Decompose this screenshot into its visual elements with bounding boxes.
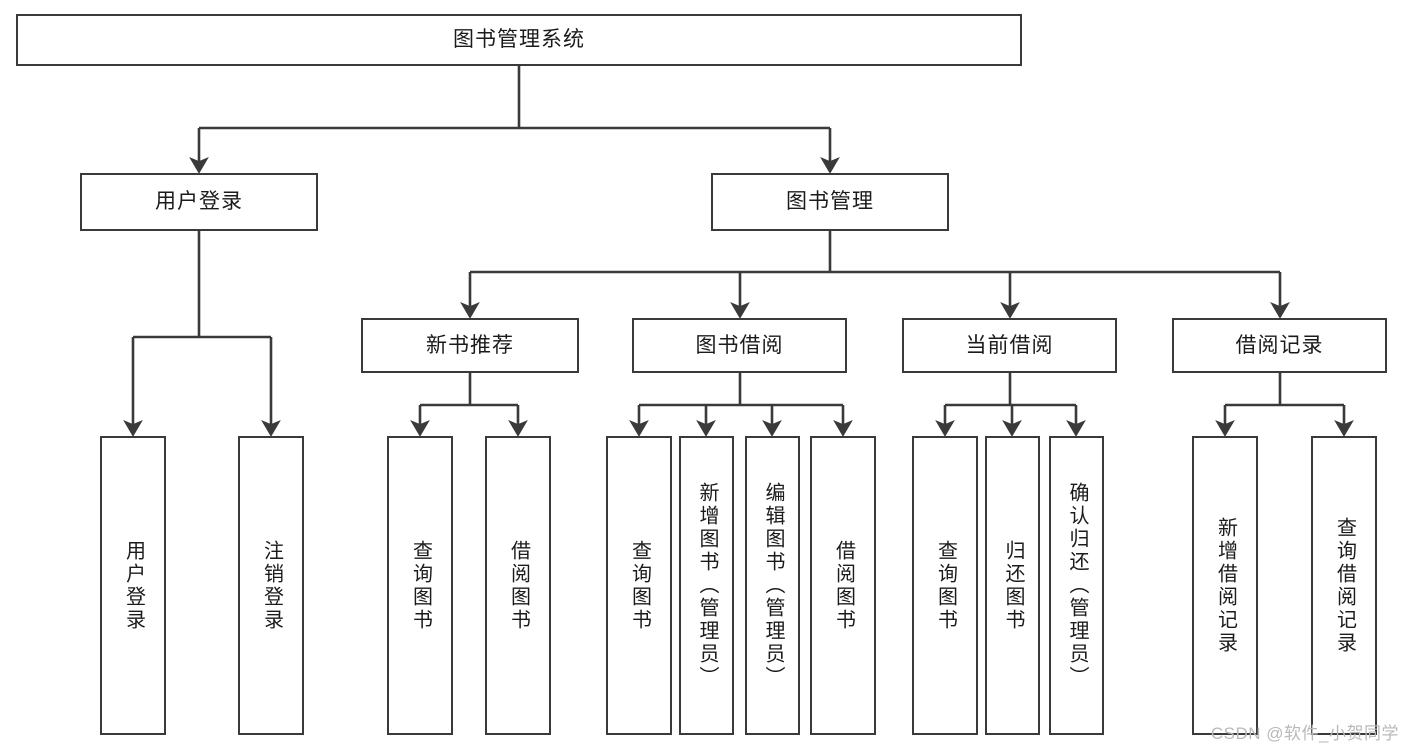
node-current-borrow[interactable]: 当前借阅 bbox=[902, 318, 1117, 373]
leaf-add-book-admin-label: 新增图书（管理员） bbox=[696, 482, 718, 689]
leaf-query-book-1-label: 查询图书 bbox=[409, 539, 432, 632]
leaf-query-book-3[interactable]: 查询图书 bbox=[912, 436, 978, 735]
node-root-label: 图书管理系统 bbox=[453, 28, 585, 52]
leaf-borrow-book-1-label: 借阅图书 bbox=[507, 539, 530, 632]
csdn-watermark: CSDN @软件_小贺同学 bbox=[1210, 724, 1399, 743]
leaf-confirm-return-admin[interactable]: 确认归还（管理员） bbox=[1049, 436, 1104, 735]
leaf-borrow-book-1[interactable]: 借阅图书 bbox=[485, 436, 551, 735]
leaf-query-borrow-record-label: 查询借阅记录 bbox=[1333, 516, 1356, 655]
leaf-confirm-return-admin-label: 确认归还（管理员） bbox=[1066, 482, 1088, 689]
node-book-borrow[interactable]: 图书借阅 bbox=[632, 318, 847, 373]
leaf-return-book[interactable]: 归还图书 bbox=[985, 436, 1040, 735]
node-book-management[interactable]: 图书管理 bbox=[711, 173, 949, 231]
leaf-query-book-2-label: 查询图书 bbox=[628, 539, 651, 632]
leaf-user-login-label: 用户登录 bbox=[122, 539, 145, 632]
node-borrow-record[interactable]: 借阅记录 bbox=[1172, 318, 1387, 373]
leaf-add-borrow-record-label: 新增借阅记录 bbox=[1214, 516, 1237, 655]
node-borrow-record-label: 借阅记录 bbox=[1235, 333, 1324, 357]
node-root[interactable]: 图书管理系统 bbox=[16, 14, 1022, 66]
leaf-add-borrow-record[interactable]: 新增借阅记录 bbox=[1192, 436, 1258, 735]
leaf-edit-book-admin[interactable]: 编辑图书（管理员） bbox=[745, 436, 800, 735]
node-book-management-label: 图书管理 bbox=[786, 190, 874, 214]
leaf-user-login[interactable]: 用户登录 bbox=[100, 436, 166, 735]
leaf-query-book-3-label: 查询图书 bbox=[934, 539, 957, 632]
leaf-edit-book-admin-label: 编辑图书（管理员） bbox=[762, 482, 784, 689]
leaf-return-book-label: 归还图书 bbox=[1002, 539, 1024, 632]
node-new-book-recommend[interactable]: 新书推荐 bbox=[361, 318, 579, 373]
leaf-query-book-1[interactable]: 查询图书 bbox=[387, 436, 453, 735]
leaf-logout[interactable]: 注销登录 bbox=[238, 436, 304, 735]
node-user-login[interactable]: 用户登录 bbox=[80, 173, 318, 231]
leaf-query-borrow-record[interactable]: 查询借阅记录 bbox=[1311, 436, 1377, 735]
node-book-borrow-label: 图书借阅 bbox=[695, 333, 784, 357]
leaf-add-book-admin[interactable]: 新增图书（管理员） bbox=[679, 436, 734, 735]
node-new-book-recommend-label: 新书推荐 bbox=[426, 333, 514, 357]
node-current-borrow-label: 当前借阅 bbox=[965, 333, 1054, 357]
leaf-query-book-2[interactable]: 查询图书 bbox=[606, 436, 672, 735]
leaf-borrow-book-2[interactable]: 借阅图书 bbox=[810, 436, 876, 735]
leaf-borrow-book-2-label: 借阅图书 bbox=[832, 539, 855, 632]
leaf-logout-label: 注销登录 bbox=[260, 539, 283, 632]
node-user-login-label: 用户登录 bbox=[155, 190, 243, 214]
